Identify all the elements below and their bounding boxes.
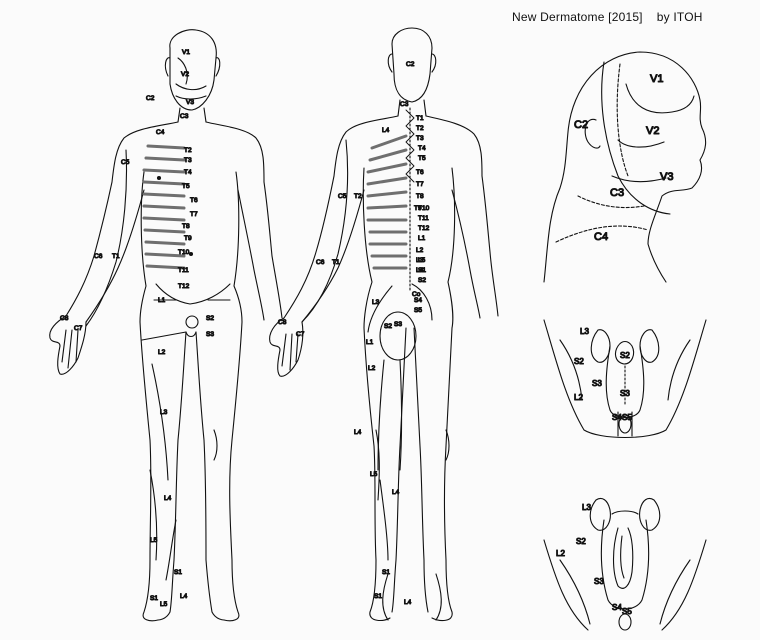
back-label-l4-calf: L4	[392, 489, 400, 496]
head-label-c2: C2	[574, 119, 588, 131]
back-label-t11: T11	[418, 215, 429, 222]
front-label-c3: C3	[180, 113, 189, 120]
male-label-s2-left: S2	[574, 357, 584, 366]
head-label-c4: C4	[594, 231, 608, 243]
front-label-s3: S3	[206, 331, 214, 338]
front-label-t7: T7	[190, 211, 198, 218]
back-label-t2-side: T2	[354, 193, 362, 200]
front-labels: V1 V2 V3 C2 C3 C4 C5 T2 T3 T4 T5 T6 T7 T…	[60, 49, 214, 608]
male-label-s5: S5	[622, 413, 632, 422]
front-label-l4: L4	[164, 495, 172, 502]
front-label-t2: T2	[184, 147, 192, 154]
back-label-t1: T1	[416, 115, 424, 122]
back-label-s1: S1	[418, 267, 426, 274]
back-label-t12: T12	[418, 225, 430, 232]
female-label-l2: L2	[556, 549, 565, 558]
back-label-t5: T5	[418, 155, 426, 162]
back-label-t6: T6	[416, 169, 424, 176]
male-label-s2-center: S2	[620, 351, 630, 360]
back-label-s1-ankle: S1	[382, 569, 390, 576]
front-label-l1: L1	[158, 297, 166, 304]
female-label-s4: S4	[612, 603, 622, 612]
back-label-l1: L1	[418, 235, 426, 242]
female-label-l3: L3	[582, 503, 591, 512]
back-label-s2: S2	[418, 277, 426, 284]
back-label-t10: T10	[418, 205, 430, 212]
back-label-l2: L2	[416, 247, 424, 254]
front-label-v3: V3	[186, 99, 194, 106]
male-label-l2: L2	[574, 393, 583, 402]
back-label-s5: S5	[414, 307, 422, 314]
head-outline	[544, 52, 706, 282]
front-label-c4: C4	[156, 129, 165, 136]
back-label-c2: C2	[406, 61, 415, 68]
back-label-l3-hip: L3	[372, 299, 380, 306]
back-label-s4: S4	[414, 297, 422, 304]
female-label-s5: S5	[622, 607, 632, 616]
back-label-l5-calf: L5	[370, 471, 378, 478]
back-label-l2-thigh: L2	[368, 365, 376, 372]
front-label-t4: T4	[184, 169, 192, 176]
front-label-t10: T10	[178, 249, 190, 256]
back-label-t3: T3	[416, 135, 424, 142]
back-label-co: Co	[412, 291, 421, 298]
front-label-l5b: L5	[160, 601, 168, 608]
front-label-l2: L2	[158, 349, 166, 356]
back-label-s3-hip: S3	[394, 321, 402, 328]
back-label-c8: C8	[278, 319, 287, 326]
back-label-t2: T2	[416, 125, 424, 132]
front-body-outline	[50, 30, 282, 621]
front-label-c8: C8	[60, 315, 69, 322]
front-label-t1: T1	[112, 253, 120, 260]
head-labels: V1 V2 V3 C2 C3 C4	[574, 73, 673, 243]
front-label-c2: C2	[146, 95, 155, 102]
front-label-t8: T8	[182, 223, 190, 230]
front-label-s1b: S1	[150, 595, 158, 602]
front-label-t5: T5	[182, 183, 190, 190]
female-label-s3: S3	[594, 577, 604, 586]
male-label-s3-left: S3	[592, 379, 602, 388]
back-label-t8: T8	[416, 193, 424, 200]
front-label-s1a: S1	[174, 569, 182, 576]
front-label-c7: C7	[74, 325, 83, 332]
front-label-l4b: L4	[180, 593, 188, 600]
head-label-v3: V3	[660, 171, 673, 183]
male-label-s4: S4	[612, 413, 622, 422]
back-label-t1-side: T1	[332, 259, 340, 266]
front-label-c6: C6	[94, 253, 103, 260]
front-label-t12: T12	[178, 283, 190, 290]
back-label-l4-foot: L4	[404, 599, 412, 606]
back-label-t4: T4	[418, 145, 426, 152]
back-label-l4-top: L4	[382, 127, 390, 134]
head-label-v1: V1	[650, 73, 663, 85]
back-label-c7: C7	[296, 331, 305, 338]
back-label-s1-foot: S1	[374, 593, 382, 600]
front-label-t6: T6	[190, 197, 198, 204]
front-label-v2: V2	[181, 71, 189, 78]
front-label-c5: C5	[121, 159, 130, 166]
head-label-c3: C3	[610, 187, 624, 199]
back-label-l5: L5	[418, 257, 426, 264]
back-label-l1-thigh: L1	[366, 339, 374, 346]
back-label-c3: C3	[400, 101, 409, 108]
front-label-l3: L3	[160, 409, 168, 416]
front-label-l5: L5	[150, 537, 158, 544]
front-label-s2: S2	[206, 315, 214, 322]
back-dermatome-boundaries	[302, 108, 432, 560]
back-label-c5: C5	[338, 193, 347, 200]
front-label-t3: T3	[184, 157, 192, 164]
front-label-t11: T11	[178, 267, 189, 274]
male-label-l3: L3	[580, 327, 589, 336]
front-label-v1: V1	[182, 49, 190, 56]
head-label-v2: V2	[646, 125, 659, 137]
back-label-c6: C6	[316, 259, 325, 266]
back-label-l4-knee: L4	[354, 429, 362, 436]
front-label-t9: T9	[184, 235, 192, 242]
back-label-s2-hip: S2	[384, 323, 392, 330]
female-label-s2: S2	[576, 537, 586, 546]
back-label-t7: T7	[416, 181, 424, 188]
male-label-s3-center: S3	[620, 389, 630, 398]
